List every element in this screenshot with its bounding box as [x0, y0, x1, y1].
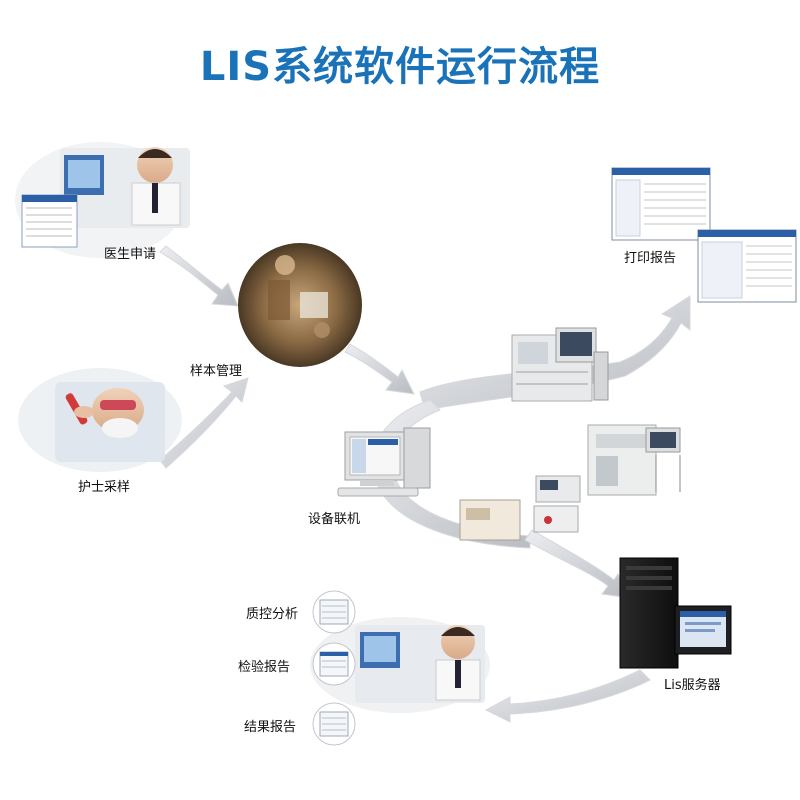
label-result-report: 结果报告: [244, 720, 297, 735]
label-device-connection: 设备联机: [308, 512, 361, 527]
label-sample-management: 样本管理: [190, 364, 243, 379]
arrow-nurse-to-sample: [159, 377, 249, 469]
analyzer-instrument-3: [459, 475, 581, 541]
label-lis-server: Lis服务器: [664, 678, 721, 693]
flow-arrows: [159, 245, 691, 723]
label-qc-analysis: 质控分析: [246, 607, 299, 622]
result-report-thumbnail: [312, 702, 356, 746]
analyzer-instrument-2: [587, 424, 681, 496]
result-report-photo: [310, 617, 490, 713]
qc-analysis-thumbnail: [312, 590, 356, 634]
page-title: LIS系统软件运行流程: [199, 44, 601, 90]
analyzer-instrument-1: [511, 327, 609, 402]
arrow-hub-to-server: [524, 529, 631, 599]
arrow-sample-to-hub: [344, 343, 415, 395]
label-doctor-request: 医生申请: [104, 247, 157, 262]
sample-management-image: [238, 243, 362, 367]
doctor-request-photo: [15, 142, 190, 258]
device-connection-pc: [337, 427, 431, 497]
print-report-screens: [611, 167, 797, 303]
arrow-doctor-to-sample: [159, 245, 239, 307]
label-inspection-report: 检验报告: [238, 660, 291, 675]
nurse-sampling-photo: [18, 368, 182, 472]
arrow-server-to-results: [484, 669, 651, 723]
lis-server-image: [619, 557, 732, 669]
label-nurse-sampling: 护士采样: [78, 480, 131, 495]
label-print-report: 打印报告: [624, 251, 677, 266]
inspection-report-thumbnail: [312, 642, 356, 686]
